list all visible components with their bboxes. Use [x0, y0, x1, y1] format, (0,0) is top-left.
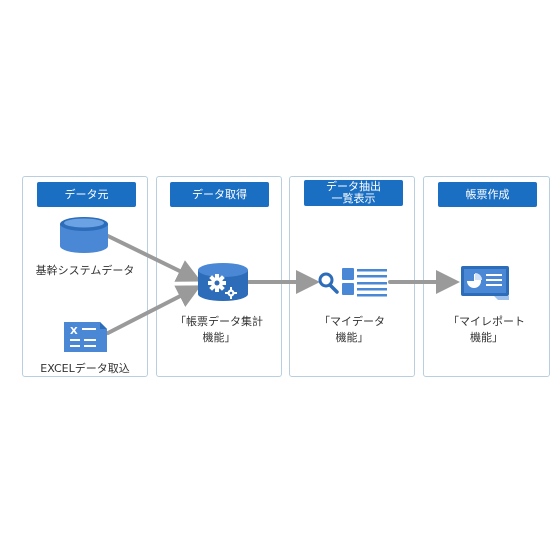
panel-header-data-source: データ元	[37, 182, 136, 207]
myreport-label: 「マイレポート 機能」	[423, 314, 550, 346]
panel-header-label: データ取得	[192, 187, 247, 201]
arrow-database-to-aggregate	[106, 234, 202, 282]
myreport-label-line2: 機能」	[470, 331, 503, 344]
arrow-excel-to-aggregate	[106, 285, 202, 335]
svg-text:X: X	[70, 326, 78, 337]
panel-header-label: データ元	[64, 187, 109, 201]
mydata-label-line1: 「マイデータ	[319, 315, 385, 328]
aggregate-label: 「帳票データ集計 機能」	[156, 314, 282, 346]
flow-arrows	[106, 234, 460, 335]
aggregate-label-line2: 機能」	[202, 331, 236, 344]
panel-header-label: 帳票作成	[465, 187, 510, 201]
excel-label: EXCELデータ取込	[40, 362, 130, 375]
excel-file-icon: X	[64, 322, 107, 352]
mydata-label-line2: 機能」	[335, 331, 369, 344]
panel-header-label-line1: データ抽出	[326, 180, 381, 193]
mydata-label: 「マイデータ 機能」	[289, 314, 415, 346]
aggregate-label-line1: 「帳票データ集計	[175, 315, 263, 328]
database-icon	[60, 217, 108, 253]
panel-header-data-acquisition: データ取得	[170, 182, 269, 207]
myreport-label-line1: 「マイレポート	[448, 315, 525, 328]
report-chart-icon	[461, 266, 509, 300]
panel-header-label-line2: 一覧表示	[331, 192, 376, 205]
panel-header-report-creation: 帳票作成	[438, 182, 537, 207]
panel-header-data-extraction: データ抽出 一覧表示	[304, 180, 403, 206]
gear-database-icon	[198, 263, 248, 301]
search-list-icon	[318, 268, 387, 297]
database-label: 基幹システムデータ	[35, 264, 135, 277]
